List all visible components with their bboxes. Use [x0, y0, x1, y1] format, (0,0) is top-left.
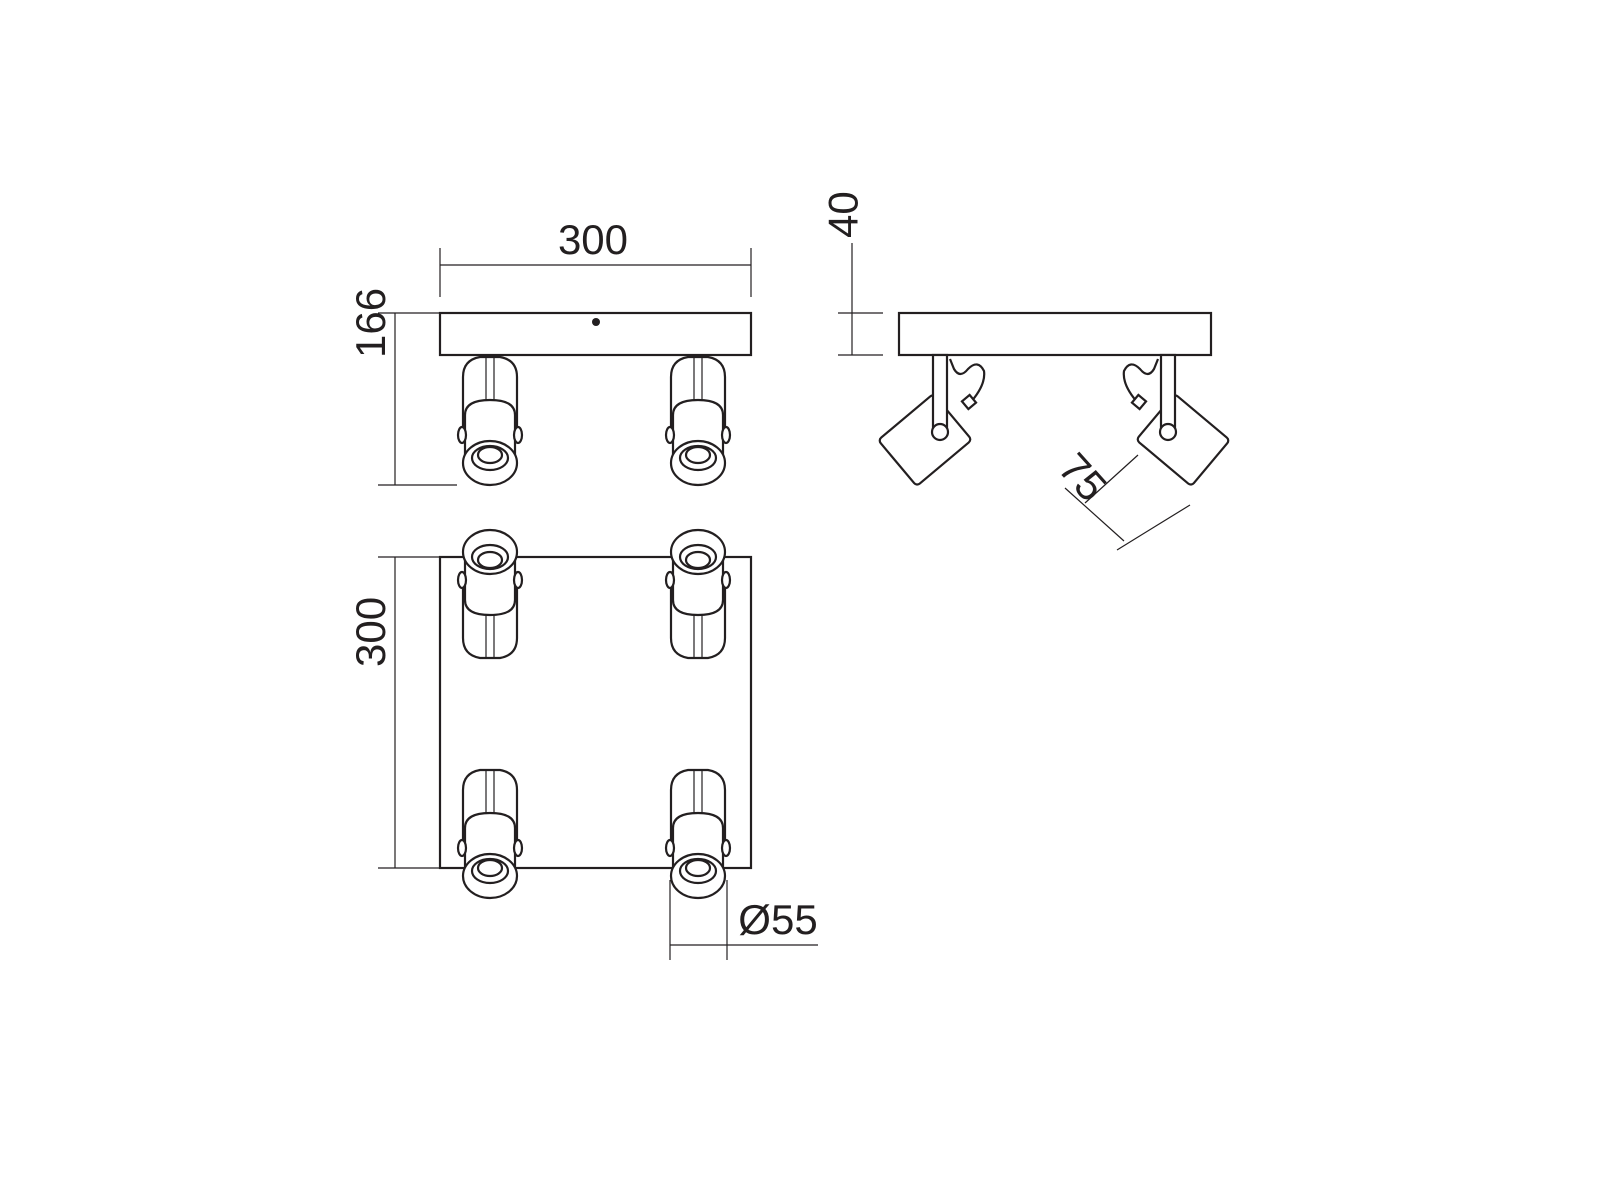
spotlight-head — [456, 355, 524, 487]
head-size-label: 75 — [1050, 444, 1116, 510]
head-diameter-label: Ø55 — [738, 896, 817, 943]
mounting-plate — [438, 311, 753, 357]
depth-dimension-label: 300 — [347, 597, 394, 667]
plate-height-label: 40 — [820, 191, 867, 238]
spotlight-head-side — [877, 353, 986, 488]
spotlight-head-side — [1122, 353, 1231, 488]
spotlight-head — [664, 355, 732, 487]
mounting-plate-side — [897, 311, 1213, 357]
side-view: 40 75 — [820, 191, 1231, 551]
height-dimension-label: 166 — [347, 288, 394, 358]
front-view: 300 166 — [347, 216, 753, 487]
top-view: 300 Ø55 — [347, 528, 818, 960]
width-dimension-label: 300 — [558, 216, 628, 263]
